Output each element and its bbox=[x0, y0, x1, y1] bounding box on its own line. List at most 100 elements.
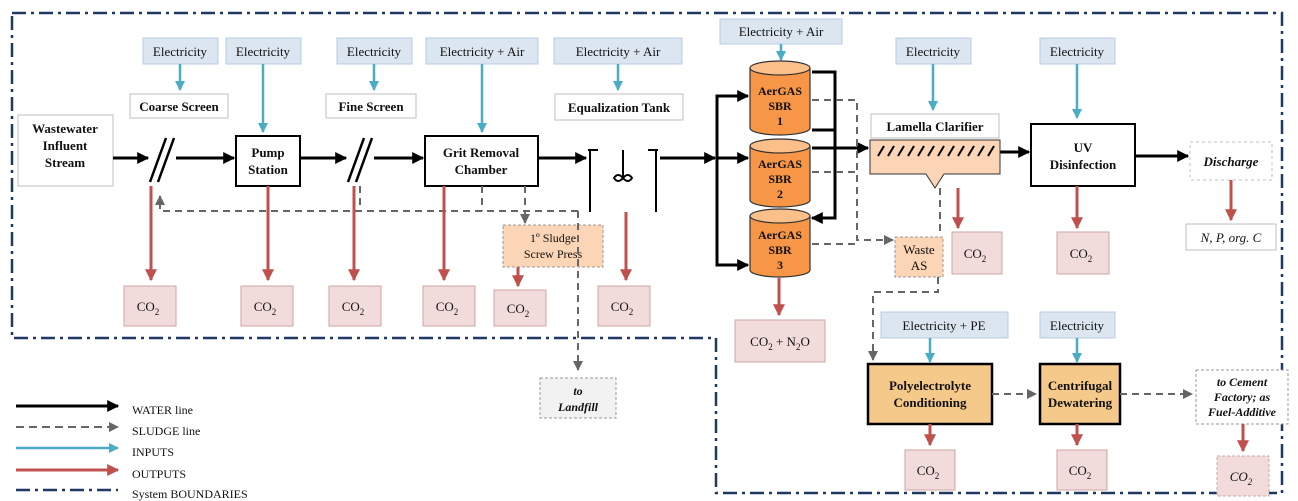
coarse-screen-label: Coarse Screen bbox=[139, 99, 219, 114]
polyelectrolyte-box bbox=[866, 362, 994, 426]
pump-station-line-2: Station bbox=[248, 162, 289, 177]
co2-label-clarifier: CO2 bbox=[964, 246, 987, 264]
output-discharge-box bbox=[1185, 223, 1277, 251]
co2-label-eq: CO2 bbox=[611, 299, 634, 317]
input-label-pump: Electricity bbox=[236, 44, 291, 59]
system-boundary bbox=[10, 11, 1284, 495]
sbr-2 bbox=[749, 146, 811, 208]
waste-as-box bbox=[894, 236, 944, 278]
co2-label-primary: CO2 bbox=[507, 301, 530, 319]
coarse-screen-label-box bbox=[129, 93, 229, 119]
primary-sludge-line-2: Screw Press bbox=[524, 247, 583, 261]
input-label-sbr: Electricity + Air bbox=[739, 24, 824, 39]
output-co2-cement bbox=[1216, 455, 1270, 497]
input-box-centrifugal bbox=[1039, 311, 1116, 339]
legend-sludge-label: SLUDGE line bbox=[132, 424, 200, 438]
pump-station-line-1: Pump bbox=[251, 145, 284, 160]
sbr-2-line-3: 2 bbox=[777, 187, 783, 201]
sbr-1-line-2: SBR bbox=[768, 99, 792, 113]
primary-sludge-line-1: 1º Sludge bbox=[530, 231, 576, 245]
waste-as-line-2: AS bbox=[911, 258, 928, 273]
landfill-line-2: Landfill bbox=[557, 400, 599, 414]
fine-screen-symbol bbox=[346, 137, 374, 183]
co2-label-fine: CO2 bbox=[342, 299, 365, 317]
cement-box bbox=[1195, 369, 1289, 425]
primary-sludge-box bbox=[502, 224, 604, 268]
input-label-poly: Electricity + PE bbox=[902, 318, 985, 333]
clarifier-label-box bbox=[870, 113, 1000, 139]
uv-disinfection-box bbox=[1030, 123, 1136, 187]
sbr-2-line-2: SBR bbox=[768, 172, 792, 186]
discharge-output-label: N, P, org. C bbox=[1200, 230, 1262, 245]
sbr-1-line-1: AerGAS bbox=[758, 84, 802, 98]
sbr-reactors bbox=[749, 60, 811, 278]
input-label-fine: Electricity bbox=[347, 44, 402, 59]
discharge-box bbox=[1189, 141, 1273, 181]
input-label-centrifugal: Electricity bbox=[1050, 318, 1105, 333]
equalization-label: Equalization Tank bbox=[568, 100, 671, 115]
input-label-coarse: Electricity bbox=[153, 44, 208, 59]
grit-removal-line-2: Chamber bbox=[455, 162, 508, 177]
discharge-label: Discharge bbox=[1203, 154, 1259, 169]
grit-removal-box bbox=[424, 135, 539, 187]
sbr-1-line-3: 1 bbox=[777, 114, 783, 128]
coarse-screen-symbol bbox=[148, 137, 176, 183]
sbr-1 bbox=[749, 68, 811, 136]
co2-label-poly: CO2 bbox=[917, 463, 940, 481]
input-box-sbr bbox=[719, 18, 843, 45]
input-arrows bbox=[175, 44, 1082, 363]
input-label-eq: Electricity + Air bbox=[576, 44, 661, 59]
cement-line-2: Factory; as bbox=[1213, 390, 1271, 404]
legend-inputs-label: INPUTS bbox=[132, 445, 174, 459]
sbr-3-line-2: SBR bbox=[768, 243, 792, 257]
grit-removal-line-1: Grit Removal bbox=[443, 145, 520, 160]
input-boxes bbox=[142, 18, 1116, 339]
sbr-2-line-1: AerGAS bbox=[758, 157, 802, 171]
output-co2-clarifier bbox=[951, 231, 1003, 275]
legend: WATER line SLUDGE line INPUTS OUTPUTS Sy… bbox=[16, 400, 248, 501]
centrifugal-line-2: Dewatering bbox=[1048, 395, 1113, 410]
legend-outputs-label: OUTPUTS bbox=[132, 467, 186, 481]
centrifugal-box bbox=[1038, 362, 1122, 426]
input-label-clarifier: Electricity bbox=[906, 44, 961, 59]
landfill-box bbox=[539, 377, 617, 419]
sbr-3-line-1: AerGAS bbox=[758, 228, 802, 242]
legend-boundary-label: System BOUNDARIES bbox=[132, 487, 248, 501]
co2-label-coarse: CO2 bbox=[137, 299, 160, 317]
sludge-line-arrows bbox=[155, 99, 1193, 399]
sbr-3-line-3: 3 bbox=[777, 258, 783, 272]
co2-label-grit: CO2 bbox=[436, 299, 459, 317]
output-co2-uv bbox=[1056, 231, 1110, 275]
waste-as-line-1: Waste bbox=[903, 242, 935, 257]
centrifugal-line-1: Centrifugal bbox=[1048, 378, 1113, 393]
output-co2-primary bbox=[493, 289, 547, 327]
legend-water-label: WATER line bbox=[132, 403, 193, 417]
influent-line-3: Stream bbox=[45, 155, 85, 170]
co2-label-centrifugal: CO2 bbox=[1069, 463, 1092, 481]
input-box-pump bbox=[225, 37, 302, 65]
influent-line-1: Wastewater bbox=[32, 121, 98, 136]
input-label-uv: Electricity bbox=[1050, 44, 1105, 59]
equalization-tank-symbol bbox=[588, 149, 658, 212]
input-box-coarse bbox=[142, 37, 219, 65]
pump-station-box bbox=[235, 135, 301, 187]
output-co2-grit bbox=[422, 285, 476, 327]
lamella-clarifier-symbol bbox=[869, 139, 1001, 189]
co2-label-cement: CO2 bbox=[1230, 469, 1253, 487]
output-co2-centrifugal bbox=[1056, 449, 1108, 491]
clarifier-label: Lamella Clarifier bbox=[886, 119, 983, 134]
fine-screen-label: Fine Screen bbox=[338, 99, 404, 114]
output-arrows bbox=[145, 180, 1249, 453]
input-box-uv bbox=[1039, 37, 1116, 65]
output-co2-n2o-sbr bbox=[734, 319, 826, 363]
output-co2-eq bbox=[597, 285, 651, 327]
co2-n2o-label: CO2 + N2O bbox=[750, 334, 810, 352]
input-label-grit: Electricity + Air bbox=[440, 44, 525, 59]
output-co2-fine bbox=[328, 285, 382, 327]
co2-label-pump: CO2 bbox=[254, 299, 277, 317]
fine-screen-label-box bbox=[325, 93, 417, 119]
output-co2-pump bbox=[240, 285, 294, 327]
input-box-clarifier bbox=[895, 37, 972, 65]
input-box-poly bbox=[880, 311, 1009, 339]
